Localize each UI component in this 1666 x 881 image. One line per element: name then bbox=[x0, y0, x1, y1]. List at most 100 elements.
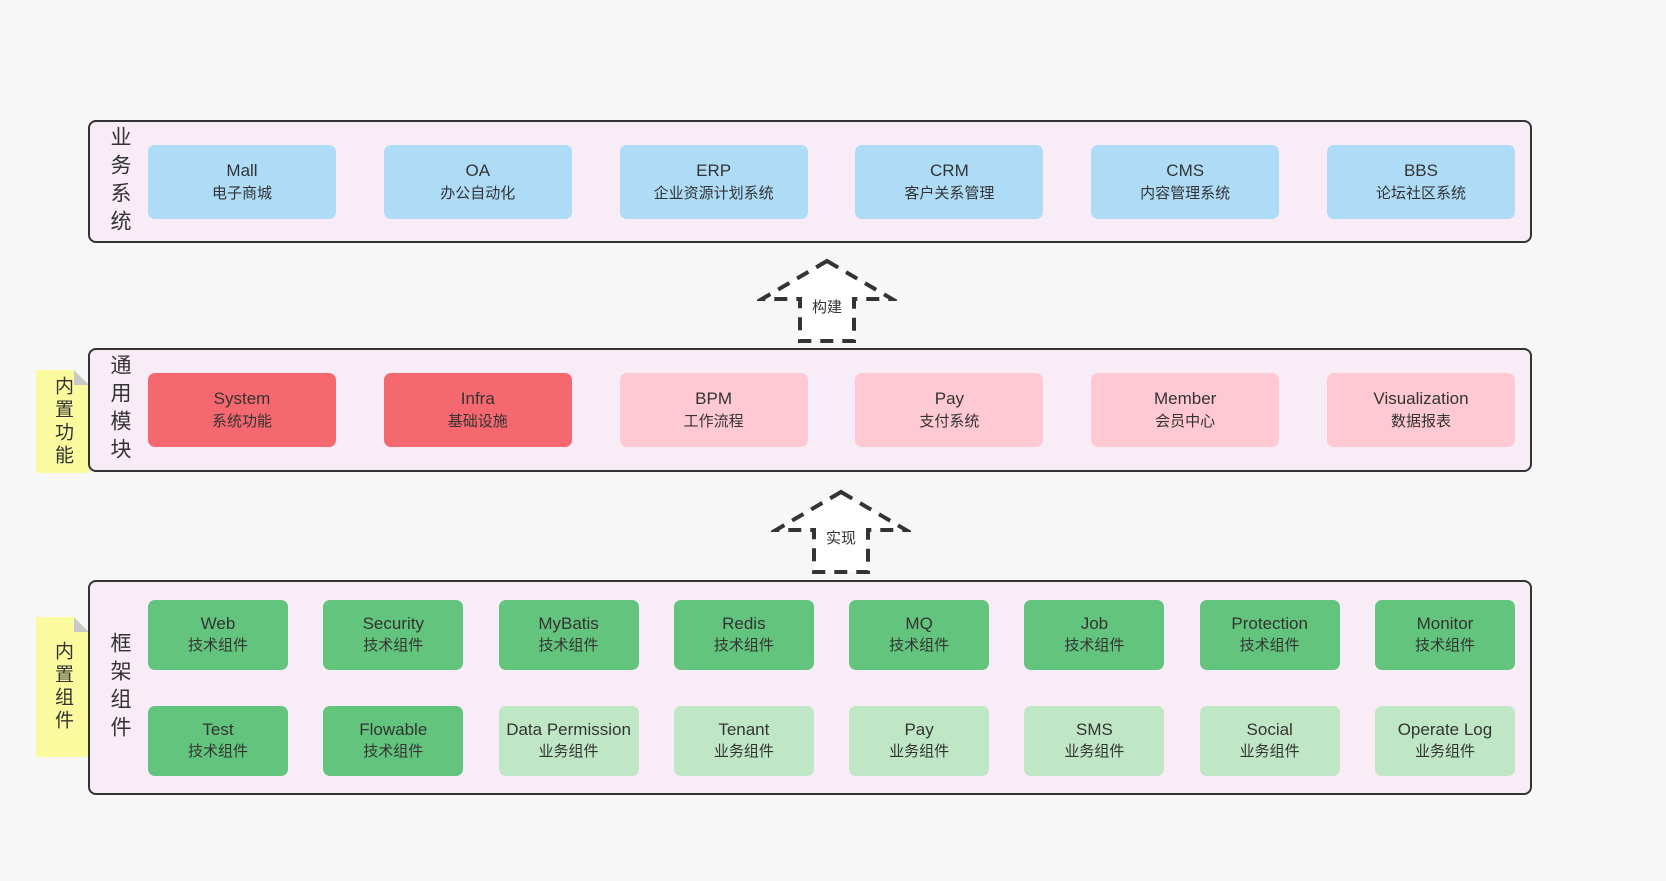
framework-row-1: Web 技术组件 Security 技术组件 MyBatis 技术组件 Redi… bbox=[148, 599, 1515, 670]
box-subtitle: 技术组件 bbox=[538, 636, 599, 654]
band-label-framework-components: 框架组件 bbox=[90, 582, 148, 793]
box-member: Member 会员中心 bbox=[1091, 373, 1280, 447]
box-data-permission: Data Permission 业务组件 bbox=[498, 705, 639, 776]
box-name: System bbox=[213, 389, 271, 409]
band-content-framework: Web 技术组件 Security 技术组件 MyBatis 技术组件 Redi… bbox=[148, 582, 1515, 793]
arrow-label-implement: 实现 bbox=[822, 527, 860, 548]
box-subtitle: 支付系统 bbox=[919, 413, 980, 431]
box-subtitle: 业务组件 bbox=[713, 742, 774, 760]
box-infra: Infra 基础设施 bbox=[383, 373, 572, 447]
band-business-systems: 业务系统 Mall 电子商城 OA 办公自动化 ERP 企业资源计划系统 CRM… bbox=[88, 120, 1532, 243]
sticky-fold-corner bbox=[74, 370, 89, 385]
sticky-note-built-in-features: 内置功能 bbox=[36, 370, 89, 473]
box-subtitle: 业务组件 bbox=[1414, 742, 1475, 760]
box-subtitle: 工作流程 bbox=[683, 413, 744, 431]
box-mq: MQ 技术组件 bbox=[849, 599, 990, 670]
box-operate-log: Operate Log 业务组件 bbox=[1374, 705, 1515, 776]
box-subtitle: 业务组件 bbox=[538, 742, 599, 760]
box-subtitle: 技术组件 bbox=[1064, 636, 1125, 654]
box-name: OA bbox=[465, 160, 491, 180]
box-subtitle: 数据报表 bbox=[1390, 413, 1451, 431]
box-cms: CMS 内容管理系统 bbox=[1091, 144, 1280, 219]
box-subtitle: 基础设施 bbox=[447, 413, 508, 431]
box-visualization: Visualization 数据报表 bbox=[1326, 373, 1515, 447]
box-subtitle: 技术组件 bbox=[363, 742, 424, 760]
box-subtitle: 业务组件 bbox=[1239, 742, 1300, 760]
box-name: Job bbox=[1080, 614, 1109, 634]
box-name: MyBatis bbox=[538, 614, 599, 634]
band-common-modules: 通用模块 System 系统功能 Infra 基础设施 BPM 工作流程 Pay… bbox=[88, 348, 1532, 472]
box-name: BBS bbox=[1403, 160, 1438, 180]
box-name: SMS bbox=[1075, 720, 1113, 740]
box-tenant: Tenant 业务组件 bbox=[673, 705, 814, 776]
box-bbs: BBS 论坛社区系统 bbox=[1326, 144, 1515, 219]
dashed-up-arrow-implement: 实现 bbox=[771, 487, 911, 575]
box-name: Pay bbox=[904, 720, 934, 740]
box-subtitle: 办公自动化 bbox=[440, 184, 516, 202]
box-subtitle: 技术组件 bbox=[363, 636, 424, 654]
box-name: CMS bbox=[1166, 160, 1205, 180]
box-subtitle: 技术组件 bbox=[889, 636, 950, 654]
band-content-modules: System 系统功能 Infra 基础设施 BPM 工作流程 Pay 支付系统… bbox=[148, 350, 1515, 470]
box-subtitle: 技术组件 bbox=[1414, 636, 1475, 654]
box-security: Security 技术组件 bbox=[323, 599, 464, 670]
sticky-note-label: 内置组件 bbox=[52, 641, 73, 733]
sticky-note-built-in-components: 内置组件 bbox=[36, 617, 89, 757]
box-crm: CRM 客户关系管理 bbox=[855, 144, 1044, 219]
box-subtitle: 会员中心 bbox=[1155, 413, 1216, 431]
band-label-text: 通用模块 bbox=[108, 354, 131, 466]
box-bpm: BPM 工作流程 bbox=[619, 373, 808, 447]
sticky-note-label: 内置功能 bbox=[52, 375, 73, 468]
box-name: Test bbox=[202, 720, 234, 740]
band-label-business-systems: 业务系统 bbox=[90, 122, 148, 241]
box-job: Job 技术组件 bbox=[1024, 599, 1165, 670]
box-name: Data Permission bbox=[506, 720, 631, 740]
framework-row-2: Test 技术组件 Flowable 技术组件 Data Permission … bbox=[148, 705, 1515, 776]
box-subtitle: 企业资源计划系统 bbox=[653, 184, 774, 202]
box-subtitle: 业务组件 bbox=[1064, 742, 1125, 760]
box-subtitle: 技术组件 bbox=[713, 636, 774, 654]
box-mall: Mall 电子商城 bbox=[148, 144, 336, 219]
box-system: System 系统功能 bbox=[148, 373, 336, 447]
box-name: ERP bbox=[696, 160, 732, 180]
box-name: Tenant bbox=[718, 720, 770, 740]
band-label-text: 框架组件 bbox=[108, 631, 131, 744]
box-protection: Protection 技术组件 bbox=[1199, 599, 1340, 670]
box-subtitle: 技术组件 bbox=[187, 636, 248, 654]
box-subtitle: 客户关系管理 bbox=[904, 184, 995, 202]
box-name: BPM bbox=[695, 389, 733, 409]
box-name: Protection bbox=[1231, 614, 1308, 634]
box-name: Member bbox=[1154, 389, 1217, 409]
box-pay-system: Pay 支付系统 bbox=[855, 373, 1044, 447]
box-test: Test 技术组件 bbox=[148, 705, 288, 776]
box-flowable: Flowable 技术组件 bbox=[323, 705, 464, 776]
box-subtitle: 论坛社区系统 bbox=[1375, 184, 1466, 202]
dashed-up-arrow-build: 构建 bbox=[757, 256, 897, 344]
box-name: CRM bbox=[930, 160, 969, 180]
band-framework-components: 框架组件 Web 技术组件 Security 技术组件 MyBatis 技术组件… bbox=[88, 580, 1532, 795]
box-name: Operate Log bbox=[1397, 720, 1493, 740]
box-name: Web bbox=[200, 614, 236, 634]
box-name: Social bbox=[1246, 720, 1293, 740]
box-pay-component: Pay 业务组件 bbox=[849, 705, 990, 776]
box-name: MQ bbox=[905, 614, 933, 634]
box-erp: ERP 企业资源计划系统 bbox=[619, 144, 808, 219]
box-web: Web 技术组件 bbox=[148, 599, 288, 670]
box-name: Mall bbox=[226, 160, 258, 180]
box-monitor: Monitor 技术组件 bbox=[1374, 599, 1515, 670]
box-subtitle: 业务组件 bbox=[889, 742, 950, 760]
box-subtitle: 内容管理系统 bbox=[1140, 184, 1231, 202]
box-name: Flowable bbox=[359, 720, 428, 740]
box-name: Security bbox=[362, 614, 424, 634]
box-subtitle: 技术组件 bbox=[1239, 636, 1300, 654]
box-name: Pay bbox=[934, 389, 965, 409]
band-content-business: Mall 电子商城 OA 办公自动化 ERP 企业资源计划系统 CRM 客户关系… bbox=[148, 122, 1515, 241]
box-name: Visualization bbox=[1373, 389, 1469, 409]
box-sms: SMS 业务组件 bbox=[1024, 705, 1165, 776]
box-subtitle: 系统功能 bbox=[211, 413, 272, 431]
band-label-text: 业务系统 bbox=[108, 125, 131, 238]
sticky-fold-corner bbox=[74, 617, 89, 632]
box-subtitle: 技术组件 bbox=[187, 742, 248, 760]
box-name: Monitor bbox=[1416, 614, 1474, 634]
